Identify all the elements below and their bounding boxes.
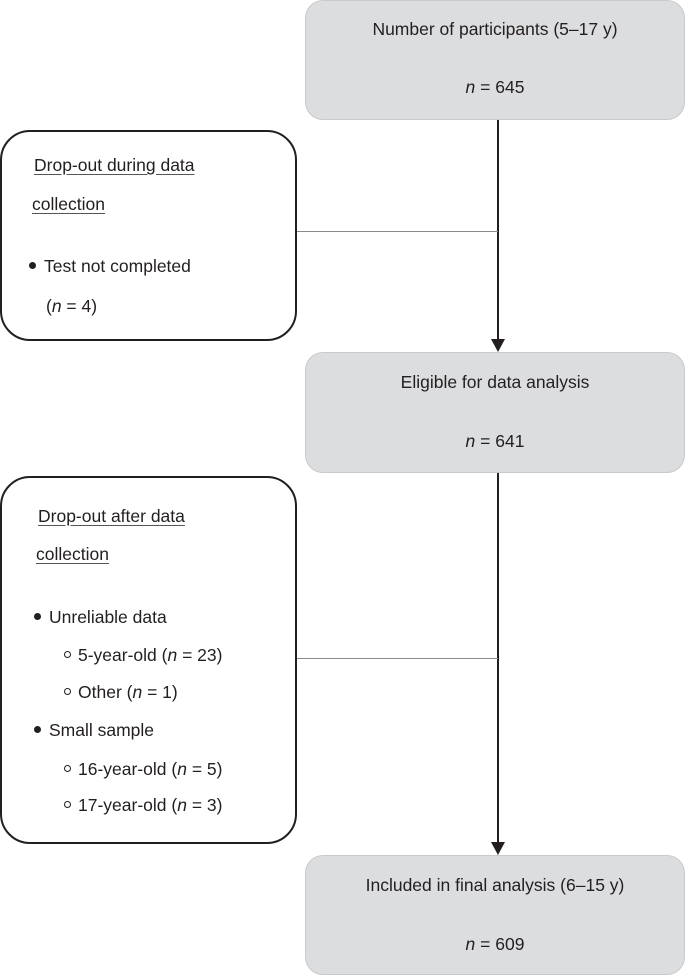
- flow-line-1: [497, 120, 499, 340]
- connector-dropout-after: [296, 658, 498, 659]
- dropout-item-count: (n = 4): [46, 296, 97, 317]
- paren: (: [46, 296, 52, 316]
- item-label: Test not completed: [44, 256, 191, 276]
- n-value: = 1): [142, 682, 178, 702]
- group-unreliable-data: Unreliable data: [34, 607, 167, 628]
- subitem-label: 16-year-old (: [78, 759, 178, 779]
- eligible-title: Eligible for data analysis: [400, 372, 590, 392]
- connector-dropout-during: [296, 231, 498, 232]
- bullet-icon: [34, 612, 41, 620]
- dropout-during-box: Drop-out during data collection Test not…: [0, 130, 297, 341]
- n-value: = 5): [186, 759, 223, 779]
- circle-bullet-icon: [64, 800, 71, 808]
- subitem-label: 17-year-old (: [78, 795, 178, 815]
- dropout-during-heading-2: collection: [32, 194, 105, 214]
- participants-title: Number of participants (5–17 y): [372, 19, 618, 39]
- n-symbol: n: [177, 795, 187, 815]
- bullet-icon: [34, 725, 41, 733]
- group-label: Unreliable data: [49, 607, 167, 627]
- eligible-box: Eligible for data analysis n = 641: [305, 352, 685, 473]
- n-symbol: n: [167, 645, 178, 665]
- dropout-after-heading-1: Drop-out after data: [38, 506, 185, 526]
- n-value: = 4): [61, 296, 98, 316]
- circle-bullet-icon: [64, 764, 71, 772]
- arrow-down-icon: [491, 339, 505, 352]
- dropout-item-test-not-completed: Test not completed: [29, 256, 191, 277]
- flow-line-2: [497, 473, 499, 843]
- subitem-label: Other (: [78, 682, 133, 702]
- final-count: n = 609: [306, 934, 684, 955]
- subitem-other: Other (n = 1): [64, 682, 178, 703]
- final-title: Included in final analysis (6–15 y): [365, 875, 625, 895]
- circle-bullet-icon: [64, 650, 71, 658]
- n-symbol: n: [51, 296, 62, 316]
- arrow-down-icon: [491, 842, 505, 855]
- n-value: = 23): [177, 645, 223, 665]
- n-value: = 645: [475, 77, 525, 97]
- dropout-during-heading-1: Drop-out during data: [34, 155, 195, 175]
- n-value: = 3): [186, 795, 223, 815]
- participants-box: Number of participants (5–17 y) n = 645: [305, 0, 685, 120]
- final-analysis-box: Included in final analysis (6–15 y) n = …: [305, 855, 685, 975]
- n-symbol: n: [465, 934, 476, 954]
- subitem-16-year-old: 16-year-old (n = 5): [64, 759, 222, 780]
- group-label: Small sample: [49, 720, 155, 740]
- subitem-5-year-old: 5-year-old (n = 23): [64, 645, 222, 666]
- n-value: = 609: [475, 934, 525, 954]
- n-symbol: n: [465, 431, 476, 451]
- group-small-sample: Small sample: [34, 720, 154, 741]
- dropout-after-box: Drop-out after data collection Unreliabl…: [0, 476, 297, 844]
- eligible-count: n = 641: [306, 431, 684, 452]
- subitem-17-year-old: 17-year-old (n = 3): [64, 795, 222, 816]
- participants-count: n = 645: [306, 77, 684, 98]
- dropout-after-heading-2: collection: [36, 544, 109, 564]
- circle-bullet-icon: [64, 687, 71, 695]
- subitem-label: 5-year-old (: [78, 645, 168, 665]
- bullet-icon: [29, 261, 36, 269]
- n-symbol: n: [132, 682, 143, 702]
- n-symbol: n: [177, 759, 187, 779]
- n-symbol: n: [465, 77, 476, 97]
- n-value: = 641: [475, 431, 525, 451]
